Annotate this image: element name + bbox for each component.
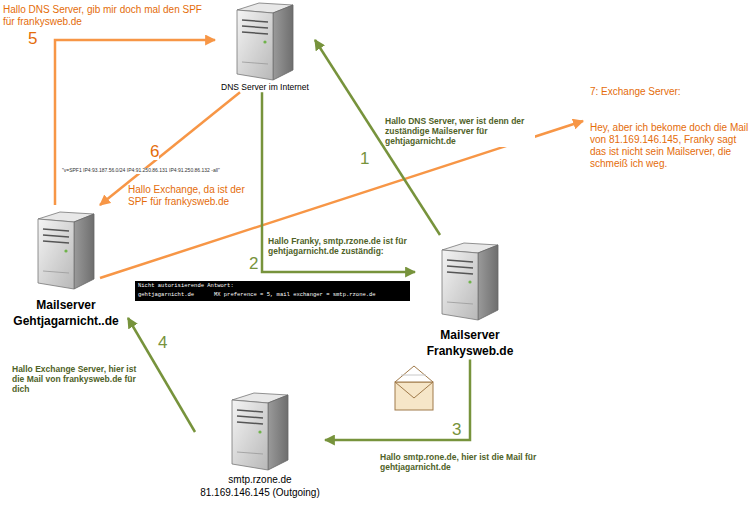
server-label: Mailserver Gehtjagarnicht..de [4,297,128,329]
console-line: Nicht autorisierende Antwort: [138,283,234,290]
note-heading: 7: Exchange Server: [590,86,750,98]
server-node: DNS Server im Internet [215,2,315,92]
console-line: gehtjagarnicht.de MX preference = 5, mai… [138,292,376,299]
callout-number: 1 [360,150,369,167]
callout-number: 5 [28,30,37,47]
spf-record: "v=SPF1 IP4:93.187.56.0/24 IP4:91.250.86… [62,168,220,174]
message-arrow [55,40,215,205]
edge-label: Hallo DNS Server, wer ist denn der zustä… [385,116,535,147]
server-label: DNS Server im Internet [215,82,315,92]
edge-label: Hallo Exchange Server, hier ist die Mail… [12,364,144,395]
mailserver-icon [442,243,498,320]
callout-number: 4 [158,334,167,351]
message-arrow [325,359,470,440]
mailserver-icon [38,212,94,289]
smtp-server-icon [232,393,288,470]
edge-label: Hallo Franky, smtp.rzone.de ist für geht… [268,236,413,256]
server-label: smtp.rzone.de 81.169.146.145 (Outgoing) [195,474,325,499]
callout-number: 2 [249,255,258,272]
envelope-icon [395,366,433,410]
callout-number: 6 [150,143,159,160]
edge-label: Hallo Exchange, da ist der SPF für frank… [128,184,258,208]
server-node: Mailserver Gehtjagarnicht..de [4,205,128,329]
server-node: Mailserver Frankysweb.de [415,235,525,359]
console-screenshot [135,281,410,301]
edge-label: Hallo DNS Server, gib mir doch mal den S… [3,4,203,28]
callout-number: 3 [452,421,461,438]
edge-label: Hallo smtp.rone.de, hier ist die Mail fü… [380,452,545,472]
note-text: Hey, aber ich bekome doch die Mail von 8… [590,122,750,170]
server-label: Mailserver Frankysweb.de [415,327,525,359]
dns-server-icon [237,3,293,80]
server-node: smtp.rzone.de 81.169.146.145 (Outgoing) [195,392,325,499]
